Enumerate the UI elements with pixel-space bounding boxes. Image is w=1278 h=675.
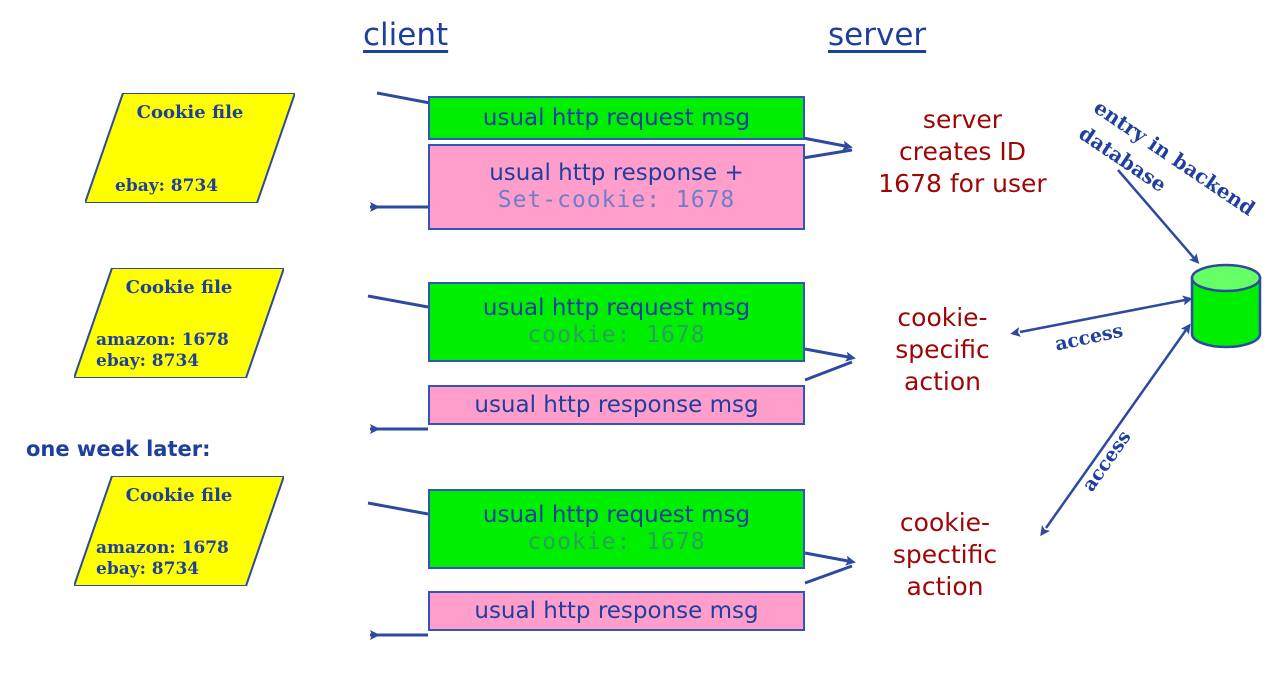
server-note-line: 1678 for user bbox=[878, 169, 1047, 198]
cookie-file-3-entries: amazon: 1678 ebay: 8734 bbox=[96, 538, 229, 580]
cookie-file-2-title: Cookie file bbox=[125, 277, 233, 298]
parallelogram-shape bbox=[74, 268, 284, 378]
cookie-entry: amazon: 1678 bbox=[96, 330, 229, 350]
message-box-http-response-1: usual http response + Set-cookie: 1678 bbox=[428, 144, 805, 230]
cookie-file-3-title: Cookie file bbox=[125, 485, 233, 506]
arrow-request2-to-server bbox=[804, 347, 856, 362]
connector-server-to-response3 bbox=[804, 564, 853, 585]
cookie-file-2: Cookie file amazon: 1678 ebay: 8734 bbox=[74, 268, 284, 378]
parallelogram-shape bbox=[85, 93, 295, 203]
connector-cookiefile1-to-request bbox=[376, 91, 431, 105]
server-note-cookie-specific-action-2: cookie- spectific action bbox=[855, 507, 1035, 603]
message-box-http-request-1: usual http request msg bbox=[428, 96, 805, 140]
cookie-file-3: Cookie file amazon: 1678 ebay: 8734 bbox=[74, 476, 284, 586]
message-line-cookie: cookie: 1678 bbox=[527, 529, 706, 555]
message-line-setcookie: Set-cookie: 1678 bbox=[497, 187, 736, 213]
arrow-request3-to-server bbox=[804, 551, 856, 566]
message-line: usual http request msg bbox=[482, 502, 751, 528]
message-box-http-response-2: usual http response msg bbox=[428, 385, 805, 425]
cookie-file-1-entries: ebay: 8734 bbox=[115, 176, 218, 197]
cookie-entry: ebay: 8734 bbox=[115, 176, 219, 196]
annotation-access-lower: access bbox=[1078, 426, 1136, 496]
server-note-line: cookie- bbox=[897, 303, 988, 332]
message-box-http-request-3: usual http request msg cookie: 1678 bbox=[428, 489, 805, 569]
cookie-file-1: Cookie file ebay: 8734 bbox=[85, 93, 295, 203]
arrow-request1-to-server bbox=[802, 136, 853, 151]
server-note-cookie-specific-action-1: cookie- specific action bbox=[855, 302, 1030, 398]
cookie-file-2-entries: amazon: 1678 ebay: 8734 bbox=[96, 330, 229, 372]
column-heading-server: server bbox=[828, 17, 927, 53]
message-line: usual http request msg bbox=[482, 104, 751, 131]
cookie-entry: amazon: 1678 bbox=[96, 538, 229, 558]
cookie-file-1-title: Cookie file bbox=[136, 102, 244, 123]
server-note-line: action bbox=[906, 572, 984, 601]
parallelogram-shape bbox=[74, 476, 284, 586]
cookie-entry: ebay: 8734 bbox=[96, 351, 200, 371]
message-line: usual http response msg bbox=[474, 597, 759, 624]
message-line: usual http response + bbox=[489, 160, 744, 186]
annotation-access-upper: access bbox=[1053, 319, 1126, 356]
server-note-line: cookie- bbox=[899, 508, 991, 537]
server-note-line: action bbox=[904, 367, 981, 396]
message-line-cookie: cookie: 1678 bbox=[527, 322, 706, 348]
column-heading-client: client bbox=[363, 17, 449, 53]
database-cylinder-icon bbox=[1190, 263, 1262, 349]
server-note-line: specific bbox=[895, 335, 990, 364]
server-note-creates-id: server creates ID 1678 for user bbox=[855, 104, 1070, 200]
one-week-later-label: one week later: bbox=[26, 437, 211, 461]
connector-server-to-response2 bbox=[804, 360, 853, 382]
server-note-line: creates ID bbox=[899, 137, 1026, 166]
connector-server-to-response1 bbox=[802, 148, 853, 160]
message-box-http-response-3: usual http response msg bbox=[428, 591, 805, 631]
message-line: usual http response msg bbox=[474, 391, 759, 418]
message-line: usual http request msg bbox=[482, 295, 751, 321]
connector-cookiefile2-to-request2 bbox=[367, 294, 429, 309]
cookie-entry: ebay: 8734 bbox=[96, 559, 200, 579]
message-box-http-request-2: usual http request msg cookie: 1678 bbox=[428, 282, 805, 362]
server-note-line: server bbox=[922, 105, 1003, 134]
connector-cookiefile3-to-request3 bbox=[367, 501, 429, 516]
server-note-line: spectific bbox=[892, 540, 998, 569]
